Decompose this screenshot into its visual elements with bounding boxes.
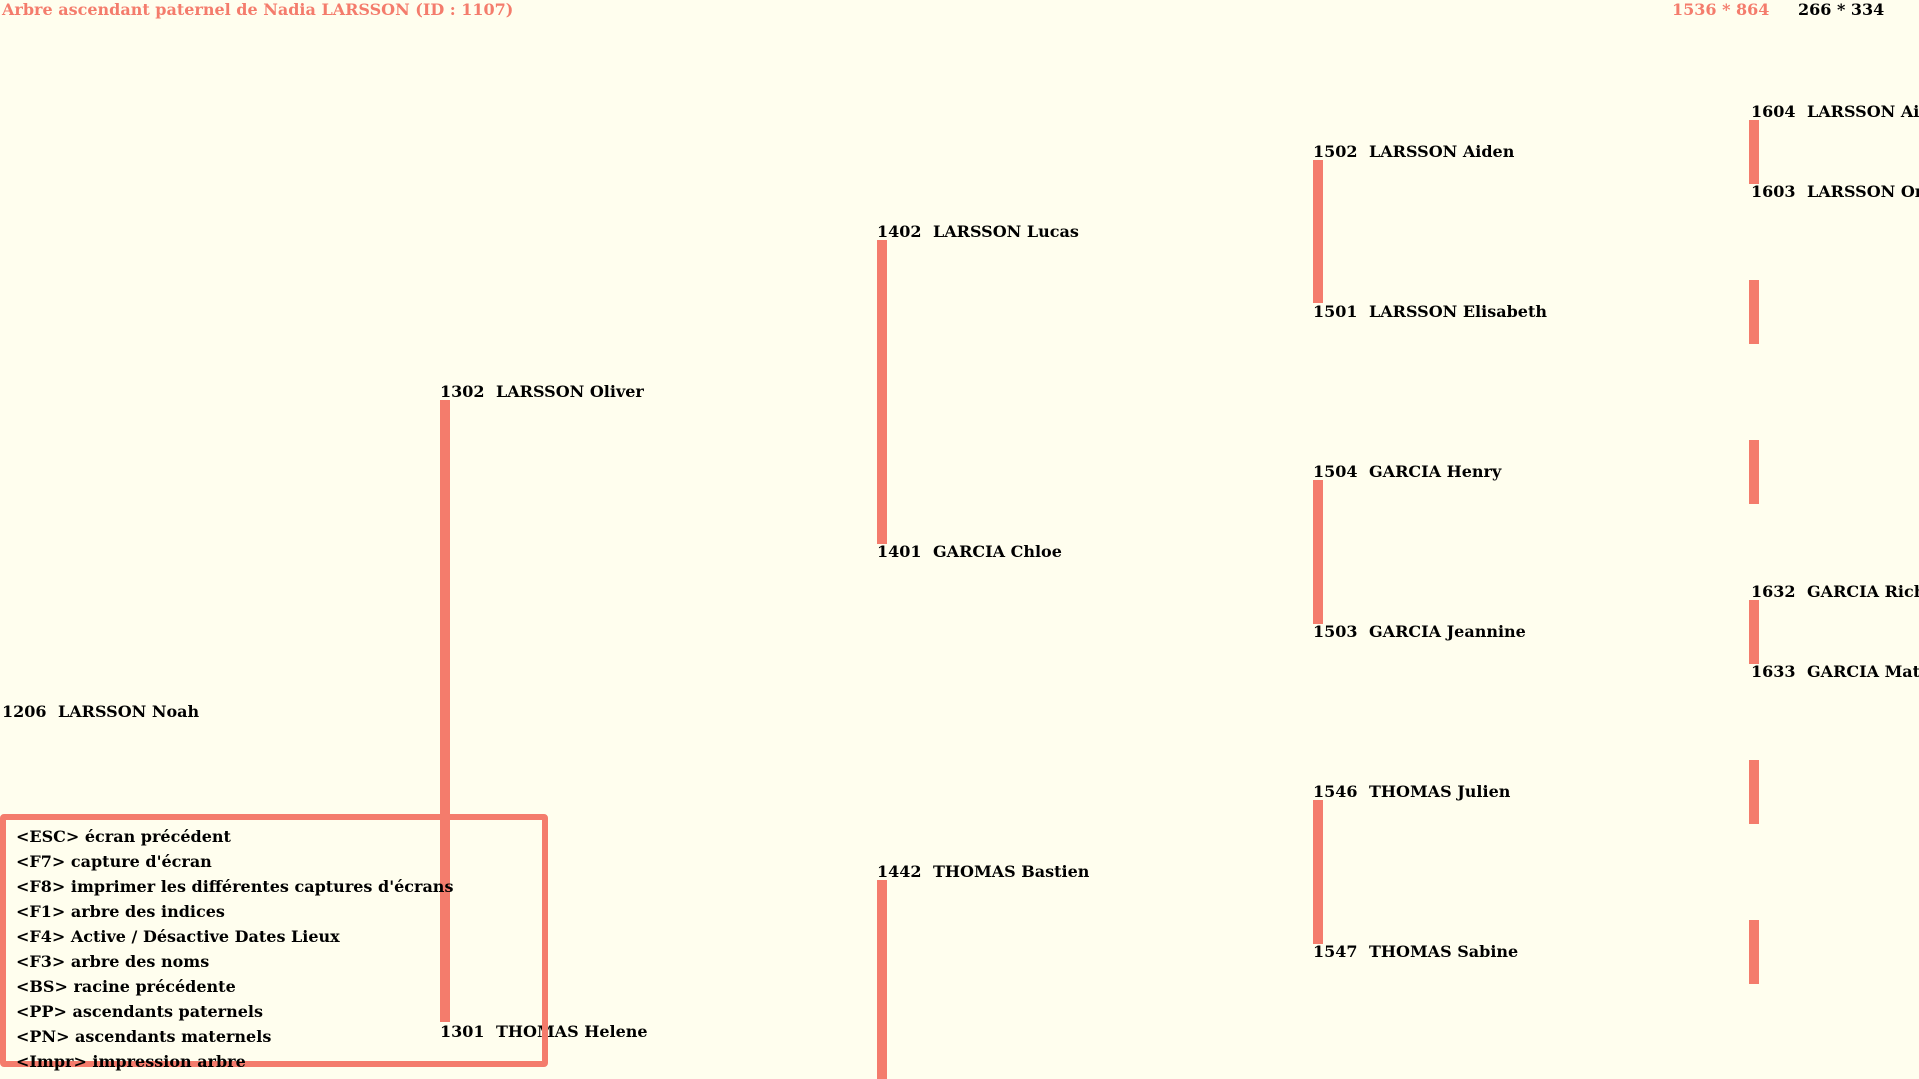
connector-bar (1313, 800, 1323, 944)
connector-bar (1749, 600, 1759, 664)
connector-bar (1749, 280, 1759, 344)
person-node[interactable]: 1206 LARSSON Noah (2, 703, 199, 721)
person-name: LARSSON Noah (58, 702, 200, 721)
person-id: 1402 (877, 222, 922, 241)
person-name: THOMAS Sabine (1369, 942, 1519, 961)
person-id: 1302 (440, 382, 485, 401)
person-id: 1632 (1751, 582, 1796, 601)
help-item-pn: <PN> ascendants maternels (16, 1027, 272, 1046)
connector-bar (1749, 120, 1759, 184)
help-item-esc: <ESC> écran précédent (16, 827, 231, 846)
person-node[interactable]: 1501 LARSSON Elisabeth (1313, 303, 1547, 321)
person-node[interactable]: 1604 LARSSON Aiz (1751, 103, 1919, 121)
screen-resolution: 1536 * 864 (1672, 0, 1770, 19)
person-node[interactable]: 1442 THOMAS Bastien (877, 863, 1089, 881)
person-id: 1504 (1313, 462, 1358, 481)
person-name: GARCIA Henry (1369, 462, 1502, 481)
person-node[interactable]: 1401 GARCIA Chloe (877, 543, 1062, 561)
person-id: 1546 (1313, 782, 1358, 801)
person-id: 1501 (1313, 302, 1358, 321)
help-item-f3: <F3> arbre des noms (16, 952, 210, 971)
person-node[interactable]: 1633 GARCIA Math (1751, 663, 1919, 681)
person-name: THOMAS Helene (496, 1022, 648, 1041)
person-id: 1401 (877, 542, 922, 561)
person-id: 1603 (1751, 182, 1796, 201)
person-name: GARCIA Jeannine (1369, 622, 1526, 641)
person-name: LARSSON Aiz (1807, 102, 1919, 121)
person-node[interactable]: 1546 THOMAS Julien (1313, 783, 1510, 801)
person-name: LARSSON Oliver (496, 382, 644, 401)
help-item-f4: <F4> Active / Désactive Dates Lieux (16, 927, 340, 946)
person-node[interactable]: 1301 THOMAS Helene (440, 1023, 648, 1041)
person-id: 1206 (2, 702, 47, 721)
person-name: GARCIA Chloe (933, 542, 1062, 561)
connector-bar (877, 240, 887, 544)
person-name: THOMAS Julien (1369, 782, 1511, 801)
person-name: GARCIA Math (1807, 662, 1919, 681)
person-node[interactable]: 1503 GARCIA Jeannine (1313, 623, 1526, 641)
connector-bar (1749, 440, 1759, 504)
person-id: 1503 (1313, 622, 1358, 641)
person-node[interactable]: 1632 GARCIA Rich (1751, 583, 1919, 601)
person-name: THOMAS Bastien (933, 862, 1090, 881)
person-node[interactable]: 1302 LARSSON Oliver (440, 383, 644, 401)
person-id: 1301 (440, 1022, 485, 1041)
person-node[interactable]: 1402 LARSSON Lucas (877, 223, 1079, 241)
person-id: 1442 (877, 862, 922, 881)
help-item-f7: <F7> capture d'écran (16, 852, 212, 871)
page-title: Arbre ascendant paternel de Nadia LARSSO… (2, 0, 514, 19)
person-name: LARSSON Lucas (933, 222, 1079, 241)
person-node[interactable]: 1502 LARSSON Aiden (1313, 143, 1514, 161)
person-id: 1502 (1313, 142, 1358, 161)
person-name: LARSSON Ori (1807, 182, 1919, 201)
connector-bar (440, 400, 450, 1022)
person-name: GARCIA Rich (1807, 582, 1919, 601)
person-name: LARSSON Elisabeth (1369, 302, 1547, 321)
tree-dimensions: 266 * 334 (1798, 0, 1885, 19)
keyboard-help-box: <ESC> écran précédent <F7> capture d'écr… (0, 814, 548, 1071)
help-item-f1: <F1> arbre des indices (16, 902, 225, 921)
help-item-impr: <Impr> impression arbre (16, 1052, 246, 1071)
person-id: 1547 (1313, 942, 1358, 961)
person-name: LARSSON Aiden (1369, 142, 1515, 161)
connector-bar (877, 880, 887, 1079)
connector-bar (1313, 160, 1323, 303)
person-node[interactable]: 1547 THOMAS Sabine (1313, 943, 1518, 961)
person-node[interactable]: 1603 LARSSON Ori (1751, 183, 1919, 201)
connector-bar (1749, 920, 1759, 984)
help-item-bs: <BS> racine précédente (16, 977, 236, 996)
connector-bar (1749, 760, 1759, 824)
help-item-pp: <PP> ascendants paternels (16, 1002, 263, 1021)
help-item-f8: <F8> imprimer les différentes captures d… (16, 877, 454, 896)
person-node[interactable]: 1504 GARCIA Henry (1313, 463, 1501, 481)
connector-bar (1313, 480, 1323, 624)
person-id: 1633 (1751, 662, 1796, 681)
person-id: 1604 (1751, 102, 1796, 121)
